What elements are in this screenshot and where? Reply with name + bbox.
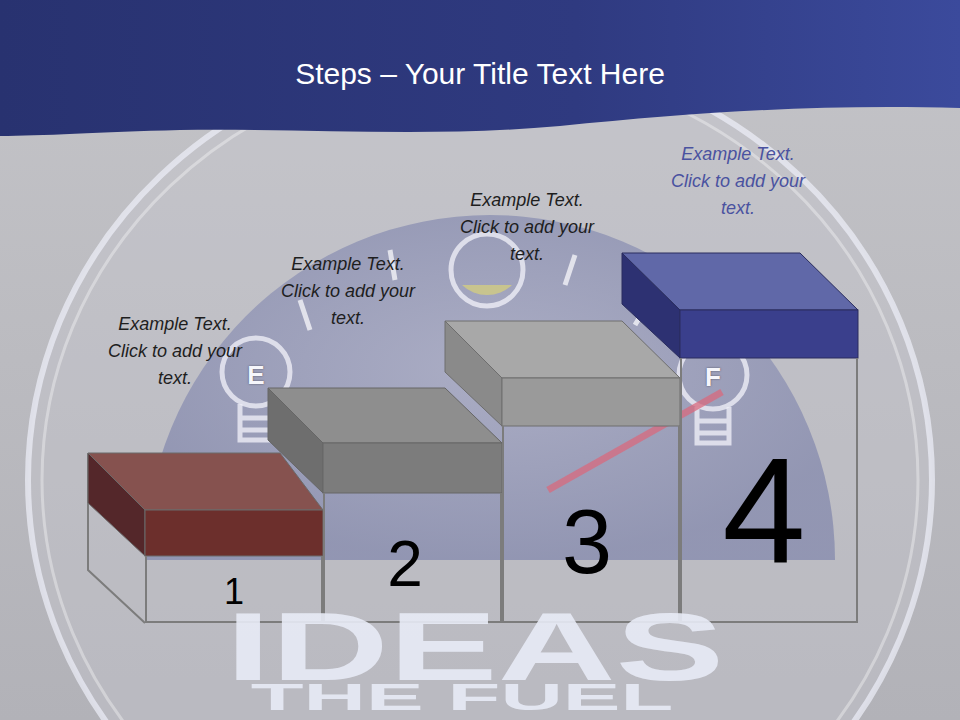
slab-front (502, 378, 680, 426)
step-number: 3 (562, 497, 612, 587)
slab-front (145, 510, 323, 556)
gauge-glass (28, 50, 932, 720)
header-band (0, 0, 960, 136)
step-heading: Example Text. Click to add your text. (273, 251, 423, 332)
step-heading: Example Text. Click to add your text. (452, 187, 602, 268)
watermark: THE FUEL (251, 680, 673, 716)
step-column: Example Text. Click to add your text.3 (502, 426, 680, 623)
gauge-glass-rim (42, 64, 918, 720)
slab-top (268, 388, 502, 443)
step-column: Example Text. Click to add your text.4 (680, 358, 858, 623)
slab-front (323, 443, 502, 493)
bulb-glow (462, 285, 512, 295)
gauge-letter: E (247, 362, 264, 388)
slab-front (680, 310, 858, 358)
step-number: 2 (387, 532, 423, 596)
step-heading: Example Text. Click to add your text. (100, 311, 250, 392)
step-heading: Example Text. Click to add your text. (663, 141, 813, 222)
slide-title: Steps – Your Title Text Here (0, 56, 960, 92)
slab-top (445, 321, 680, 378)
slab-top (622, 253, 858, 310)
slab-top (88, 453, 323, 510)
bulb-base (240, 404, 272, 440)
gauge-letter: F (705, 364, 721, 390)
step-number: 4 (722, 435, 805, 585)
